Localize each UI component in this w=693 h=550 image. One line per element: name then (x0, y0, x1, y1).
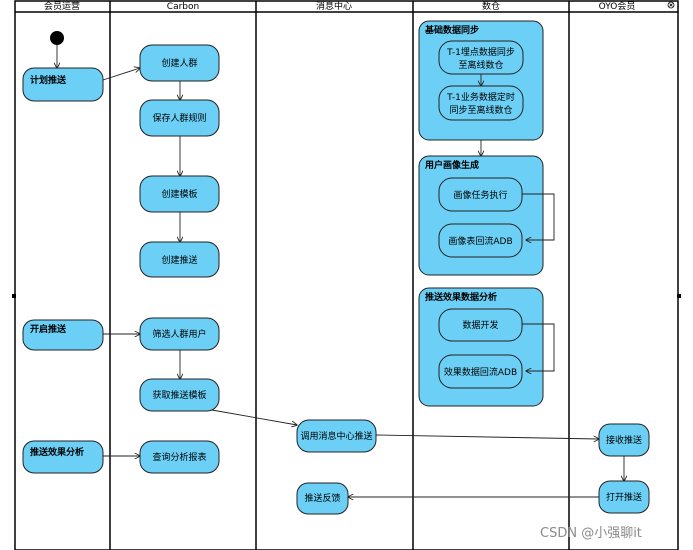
node-label: 查询分析报表 (152, 451, 206, 463)
node-sync-biz-data[interactable]: T-1业务数据定时 同步至离线数仓 (438, 85, 524, 121)
node-label: 筛选人群用户 (152, 328, 206, 340)
group-title: 推送效果数据分析 (425, 291, 497, 303)
node-get-push-template[interactable]: 获取推送模板 (139, 378, 220, 412)
edge-template-to-message (211, 409, 297, 425)
node-label: 效果数据回流ADB (444, 366, 517, 378)
node-label-line1: T-1埋点数据同步 (446, 46, 515, 58)
lane-title-carbon: Carbon (167, 2, 199, 12)
node-start-push[interactable]: 开启推送 (22, 319, 104, 351)
edge-message-to-receive (375, 434, 599, 439)
node-save-crowd-rule[interactable]: 保存人群规则 (139, 99, 220, 137)
node-effect-back-adb[interactable]: 效果数据回流ADB (438, 354, 523, 389)
selection-handle-right (677, 294, 681, 298)
lane-close-icon[interactable] (667, 1, 675, 9)
node-label: 保存人群规则 (152, 112, 206, 124)
node-open-push[interactable]: 打开推送 (598, 480, 650, 514)
node-create-crowd[interactable]: 创建人群 (139, 44, 220, 82)
node-label: 推送效果分析 (30, 446, 84, 458)
node-label: 创建人群 (161, 57, 197, 69)
node-call-message-center[interactable]: 调用消息中心推送 (296, 419, 377, 453)
lane-title-data-warehouse: 数仓 (482, 0, 500, 12)
node-create-template[interactable]: 创建模板 (139, 175, 220, 213)
node-label-line2: 同步至离线数仓 (449, 104, 512, 116)
node-filter-crowd-users[interactable]: 筛选人群用户 (139, 317, 220, 351)
node-receive-push[interactable]: 接收推送 (598, 423, 650, 457)
node-sync-track-data[interactable]: T-1埋点数据同步 至离线数仓 (438, 40, 524, 75)
node-label-line2: 至离线数仓 (458, 59, 503, 71)
node-label: 获取推送模板 (152, 389, 206, 401)
node-push-feedback[interactable]: 推送反馈 (296, 482, 349, 515)
edges (57, 45, 624, 497)
node-label: 开启推送 (30, 323, 67, 335)
lane-title-message-center: 消息中心 (316, 0, 352, 12)
node-label: 调用消息中心推送 (300, 430, 372, 442)
edge-plan-to-create-crowd (102, 68, 140, 81)
node-data-dev[interactable]: 数据开发 (438, 308, 523, 342)
node-query-report[interactable]: 查询分析报表 (139, 440, 220, 474)
node-label: 数据开发 (462, 319, 498, 331)
node-label: 打开推送 (606, 491, 642, 503)
selection-handle-left (12, 294, 16, 298)
node-label: 创建推送 (161, 254, 197, 266)
swimlane-frame (14, 0, 679, 550)
edge-portrait-task-to-back (522, 193, 555, 240)
node-create-push[interactable]: 创建推送 (139, 241, 220, 278)
lane-title-oyo-member: OYO会员 (599, 0, 636, 12)
watermark-text: CSDN @小强聊it (540, 526, 642, 541)
group-title: 基础数据同步 (424, 24, 479, 36)
edge-data-dev-to-effect-back (522, 323, 555, 371)
node-label: 计划推送 (30, 74, 67, 86)
node-label: 创建模板 (161, 188, 197, 200)
node-label-line1: T-1业务数据定时 (446, 91, 515, 103)
node-label: 画像表回流ADB (448, 235, 512, 247)
group-title: 用户画像生成 (424, 159, 479, 171)
node-label: 接收推送 (606, 434, 642, 446)
start-node (50, 31, 64, 45)
lanes-border (14, 0, 679, 550)
node-portrait-task[interactable]: 画像任务执行 (438, 177, 523, 212)
node-plan-push[interactable]: 计划推送 (22, 67, 104, 102)
node-portrait-back-adb[interactable]: 画像表回流ADB (438, 223, 523, 258)
node-label: 画像任务执行 (453, 189, 507, 201)
lane-title-member-ops: 会员运营 (44, 0, 80, 12)
node-push-analysis[interactable]: 推送效果分析 (22, 440, 104, 474)
node-label: 推送反馈 (304, 492, 340, 504)
